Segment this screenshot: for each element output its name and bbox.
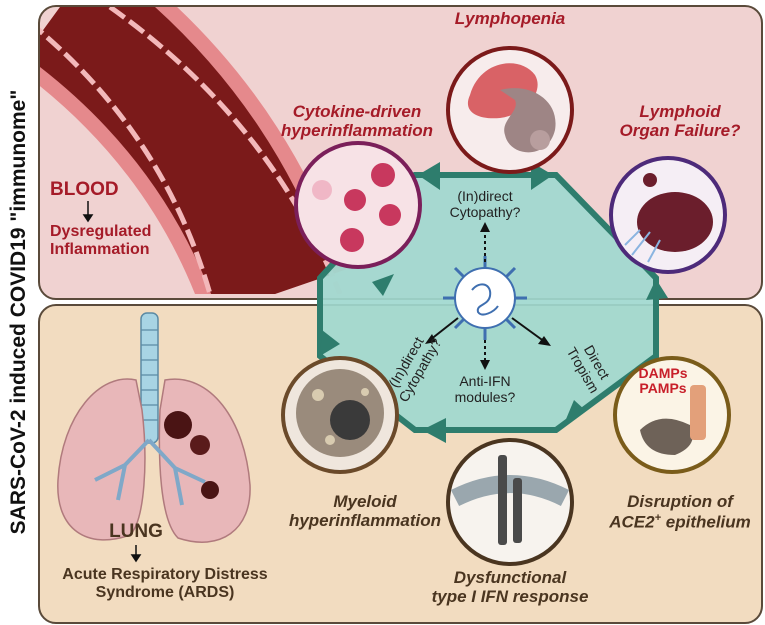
epithelium-text: epithelium	[661, 512, 751, 532]
lymphopenia-label: Lymphopenia	[454, 9, 566, 28]
ifn-label-line2: type I IFN response	[431, 586, 589, 606]
virus-icon	[443, 256, 527, 340]
lymphoid-organ-image	[609, 156, 727, 274]
ifn-label-line1: Dysfunctional	[453, 568, 567, 587]
lung-outcome: Acute Respiratory Distress Syndrome (ARD…	[45, 566, 285, 601]
lung-illustration	[57, 312, 251, 543]
lymphoid-label-line2: Organ Failure?	[619, 120, 741, 140]
blood-outcome-line2: Inflammation	[50, 240, 150, 258]
mechanism-top-line2: Cytopathy?	[449, 204, 521, 221]
epithelium-image	[613, 356, 731, 474]
cytokine-image	[294, 141, 422, 269]
damps-text: DAMPs	[638, 365, 688, 381]
blood-outcome: Dysregulated Inflammation	[50, 223, 170, 258]
cytokine-label: Cytokine-driven hyperinflammation	[262, 102, 452, 140]
pamps-text: PAMPs	[639, 380, 687, 397]
myeloid-label: Myeloid hyperinflammation	[280, 492, 450, 530]
octagon-arrowheads	[320, 162, 668, 443]
blood-heading: BLOOD	[50, 179, 119, 200]
lymphoid-label-line1: Lymphoid	[639, 102, 721, 121]
damage-signals-label: DAMPs PAMPs	[628, 365, 698, 397]
myeloid-label-line1: Myeloid	[333, 492, 397, 511]
ifn-label: Dysfunctional type I IFN response	[420, 568, 600, 606]
lung-heading: LUNG	[109, 521, 163, 542]
cytokine-label-line1: Cytokine-driven	[292, 102, 422, 121]
epithelium-label: Disruption of ACE2+ epithelium	[600, 492, 760, 532]
mechanism-top-line1: (In)direct	[457, 188, 513, 204]
epithelium-label-line2: ACE2+ epithelium	[600, 512, 760, 532]
lung-outcome-line1: Acute Respiratory Distress	[62, 566, 268, 583]
ace2-text: ACE2	[609, 512, 655, 532]
epithelium-label-line1: Disruption of	[627, 492, 733, 511]
lung-outcome-line2: Syndrome (ARDS)	[95, 583, 235, 601]
mechanism-center-line2: modules?	[454, 389, 516, 406]
outcome-arrows	[82, 201, 142, 563]
ace2-superscript: +	[654, 511, 662, 524]
mechanism-top-label: (In)direct Cytopathy?	[440, 188, 530, 220]
lymphoid-label: Lymphoid Organ Failure?	[600, 102, 760, 140]
cytokine-label-line2: hyperinflammation	[280, 120, 434, 140]
lymphopenia-image	[446, 46, 574, 174]
blood-outcome-line1: Dysregulated	[50, 223, 152, 240]
mechanism-center-line1: Anti-IFN	[459, 373, 511, 389]
myeloid-image	[281, 356, 399, 474]
mechanism-center-label: Anti-IFN modules?	[440, 373, 530, 405]
myeloid-label-line2: hyperinflammation	[288, 510, 442, 530]
ifn-receptor-image	[446, 438, 574, 566]
